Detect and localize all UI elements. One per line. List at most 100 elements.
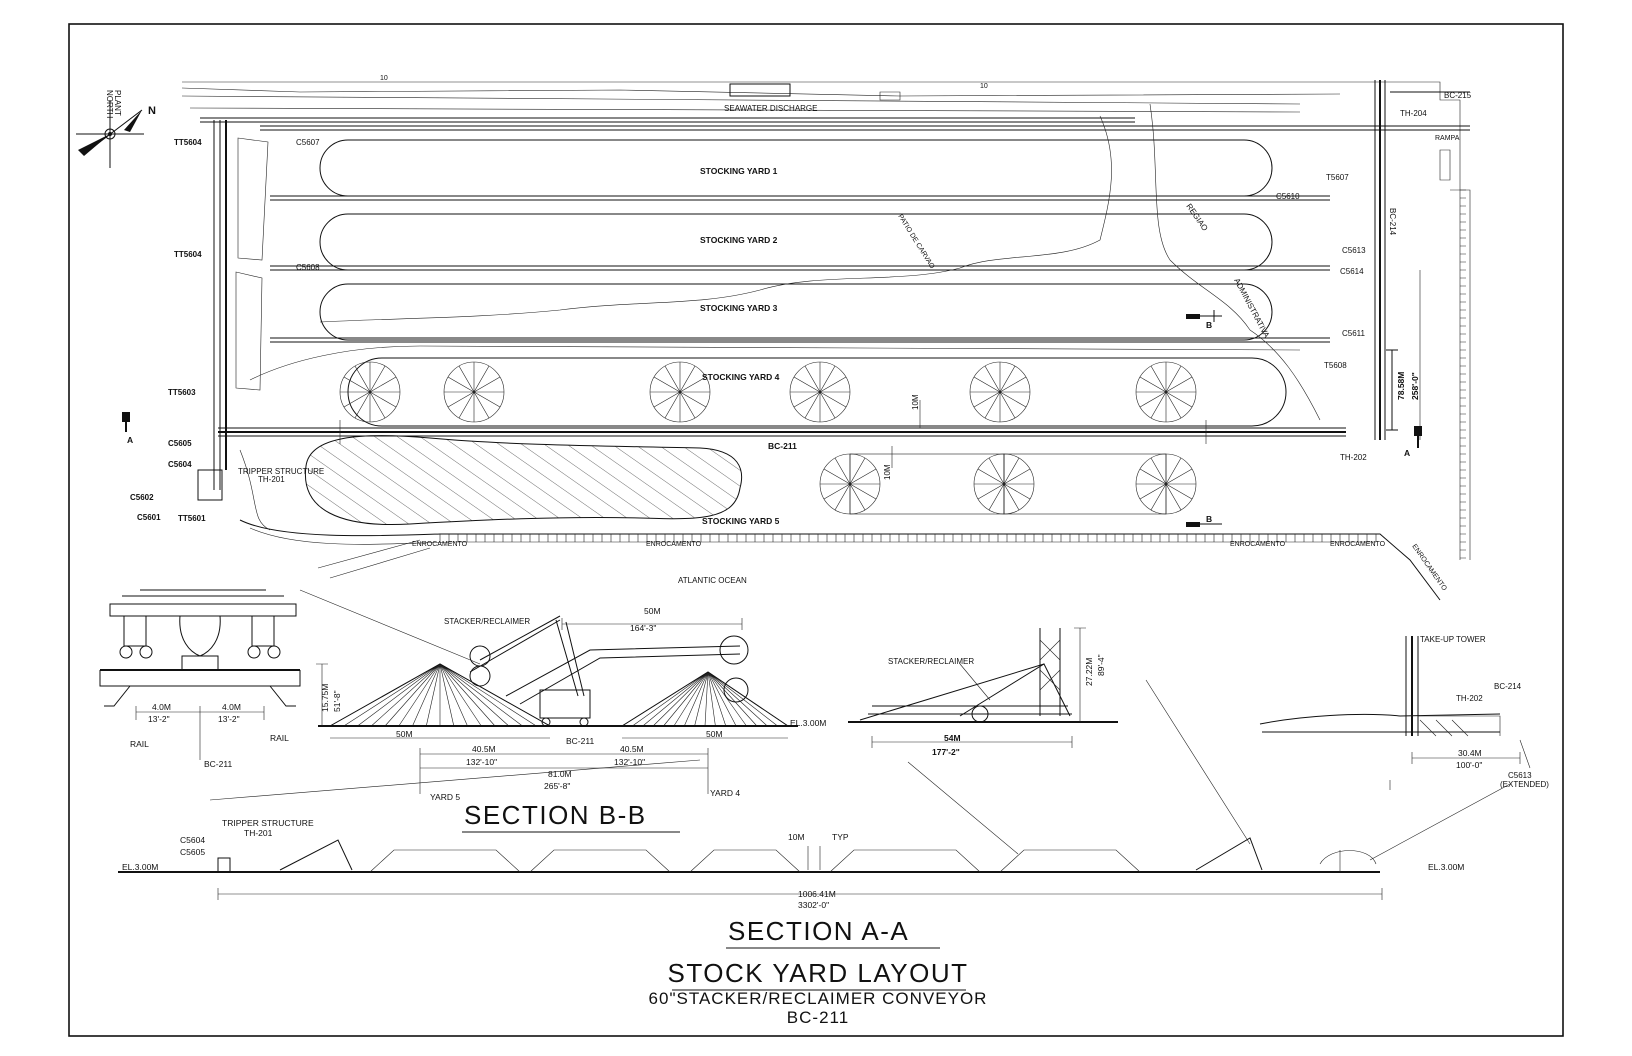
enrocamento-label-3: ENROCAMENTO (1230, 541, 1286, 548)
aa-tripper-line1: TRIPPER STRUCTURE (222, 818, 314, 828)
north-letter: N (148, 105, 156, 117)
aa-el-right: EL.3.00M (1428, 862, 1464, 872)
yard-2-outline (319, 213, 1273, 271)
bb-half-left-ft: 132'-10" (466, 757, 497, 767)
bb-total-ft: 265'-8" (544, 781, 570, 791)
tag-c5611: C5611 (1342, 329, 1366, 338)
yard-1-label: STOCKING YARD 1 (700, 166, 778, 176)
yard-3-outline (319, 283, 1273, 341)
tag-c5602: C5602 (130, 493, 154, 502)
contour-label-1: 10 (380, 75, 388, 82)
stacker-elevation: STACKER/RECLAIMER 27.22M 89'-4" 54M 177'… (848, 627, 1251, 855)
bb-half-right-ft: 132'-10" (614, 757, 645, 767)
takeup-c5613-label: C5613 (1508, 771, 1532, 780)
bb-base-right: 50M (706, 729, 723, 739)
dim-258ft: 258'-0" (1410, 372, 1420, 400)
takeup-th202-label: TH-202 (1456, 694, 1483, 703)
aa-tripper-line2: TH-201 (244, 828, 273, 838)
th-204-label: TH-204 (1400, 109, 1427, 118)
svg-text:A: A (1404, 448, 1410, 458)
aa-total-ft: 3302'-0" (798, 900, 829, 910)
tag-t5608: T5608 (1324, 361, 1347, 370)
yard-4-stockpile (1135, 361, 1197, 423)
aa-total-m: 1006.41M (798, 889, 836, 899)
takeup-tower-label: TAKE-UP TOWER (1420, 635, 1486, 644)
stacker-height-m: 27.22M (1084, 658, 1094, 686)
yard-1-outline (319, 139, 1273, 197)
bb-total-m: 81.0M (548, 769, 572, 779)
rail-right-label: RAIL (270, 733, 289, 743)
north-arrow (76, 100, 144, 168)
yard-4-stockpile (443, 361, 505, 423)
plan-view: PLANT NORTH N A A B B STOCKING YARD 1 ST… (76, 75, 1472, 601)
tag-c5613: C5613 (1342, 246, 1366, 255)
tag-c5607: C5607 (296, 138, 320, 147)
tag-tt5601: TT5601 (178, 514, 206, 523)
tag-tt5604-a: TT5604 (174, 138, 202, 147)
svg-text:A: A (127, 435, 133, 445)
patio-de-carvao-label: PATIO DE CARVAO (896, 213, 935, 270)
tag-tt5604-b: TT5604 (174, 250, 202, 259)
title-block: STOCK YARD LAYOUT 60"STACKER/RECLAIMER C… (649, 958, 988, 1027)
rail-dim2-ft: 13'-2" (218, 714, 240, 724)
plant-north-label-bottom: NORTH (105, 90, 114, 119)
tripper-structure-plan-line1: TRIPPER STRUCTURE (238, 467, 324, 476)
section-aa-title: SECTION A-A (728, 916, 909, 946)
stacker-base-m: 54M (944, 733, 961, 743)
bb-el-label: EL.3.00M (790, 718, 826, 728)
bb-half-right-m: 40.5M (620, 744, 644, 754)
title-line-2: 60"STACKER/RECLAIMER CONVEYOR (649, 989, 988, 1008)
atlantic-ocean-label: ATLANTIC OCEAN (678, 576, 747, 585)
takeup-bc214-label: BC-214 (1494, 682, 1522, 691)
aa-c5605-label: C5605 (180, 847, 205, 857)
section-b-marker-top: B (1186, 310, 1222, 330)
aa-typ-label: TYP (832, 832, 849, 842)
yard-3-label: STOCKING YARD 3 (700, 303, 778, 313)
tag-c5610: C5610 (1276, 192, 1300, 201)
svg-text:B: B (1206, 514, 1212, 524)
tag-c5608: C5608 (296, 263, 320, 272)
bb-top-dim-ft: 164'-3" (630, 623, 656, 633)
section-aa: TRIPPER STRUCTURE TH-201 C5604 C5605 EL.… (118, 818, 1464, 949)
administrativa-label: ADMINISTRATIVA (1232, 277, 1271, 340)
tag-tt5603: TT5603 (168, 388, 196, 397)
title-line-1: STOCK YARD LAYOUT (668, 958, 969, 988)
yard-5-segment (1003, 453, 1167, 515)
tag-c5614: C5614 (1340, 267, 1364, 276)
takeup-dim-m: 30.4M (1458, 748, 1482, 758)
bb-stacker-label: STACKER/RECLAIMER (444, 617, 530, 626)
rail-left-label: RAIL (130, 739, 149, 749)
dim-78-58m: 78.58M (1396, 372, 1406, 400)
bb-height-ft: 51'-8" (332, 690, 342, 712)
svg-text:B: B (1206, 320, 1212, 330)
take-up-tower: TAKE-UP TOWER TH-202 BC-214 30.4M 100'-0… (1259, 635, 1549, 861)
aa-gap-label: 10M (788, 832, 805, 842)
plant-north-label-top: PLANT (113, 90, 122, 116)
yard-4-stockpile (649, 361, 711, 423)
enrocamento-label-1: ENROCAMENTO (412, 541, 468, 548)
dim-10m-yard5: 10M (883, 464, 892, 480)
bc-214-plan-label: BC-214 (1388, 208, 1397, 236)
yard-4-label: STOCKING YARD 4 (702, 372, 780, 382)
bb-height-m: 15.75M (320, 684, 330, 712)
bb-base-left: 50M (396, 729, 413, 739)
rampa-label: RAMPA (1435, 135, 1460, 142)
bb-yard5-label: YARD 5 (430, 792, 460, 802)
bb-center-label: BC-211 (566, 736, 594, 746)
section-bb: STACKER/RECLAIMER 50M 164'-3" 15.75M 51'… (209, 589, 826, 833)
bb-half-left-m: 40.5M (472, 744, 496, 754)
aa-el-left: EL.3.00M (122, 862, 158, 872)
th-202-plan-label: TH-202 (1340, 453, 1367, 462)
rail-dim1-ft: 13'-2" (148, 714, 170, 724)
takeup-extended-label: (EXTENDED) (1500, 780, 1549, 789)
contour-label-2: 10 (980, 83, 988, 90)
bb-top-dim-m: 50M (644, 606, 661, 616)
aa-c5604-label: C5604 (180, 835, 205, 845)
bc-211-plan-label: BC-211 (768, 441, 797, 451)
dim-10m-yard4: 10M (911, 394, 920, 410)
rail-dim1-m: 4.0M (152, 702, 171, 712)
rail-dim2-m: 4.0M (222, 702, 241, 712)
tag-t5607: T5607 (1326, 173, 1349, 182)
section-b-marker-bottom: B (1186, 514, 1222, 527)
